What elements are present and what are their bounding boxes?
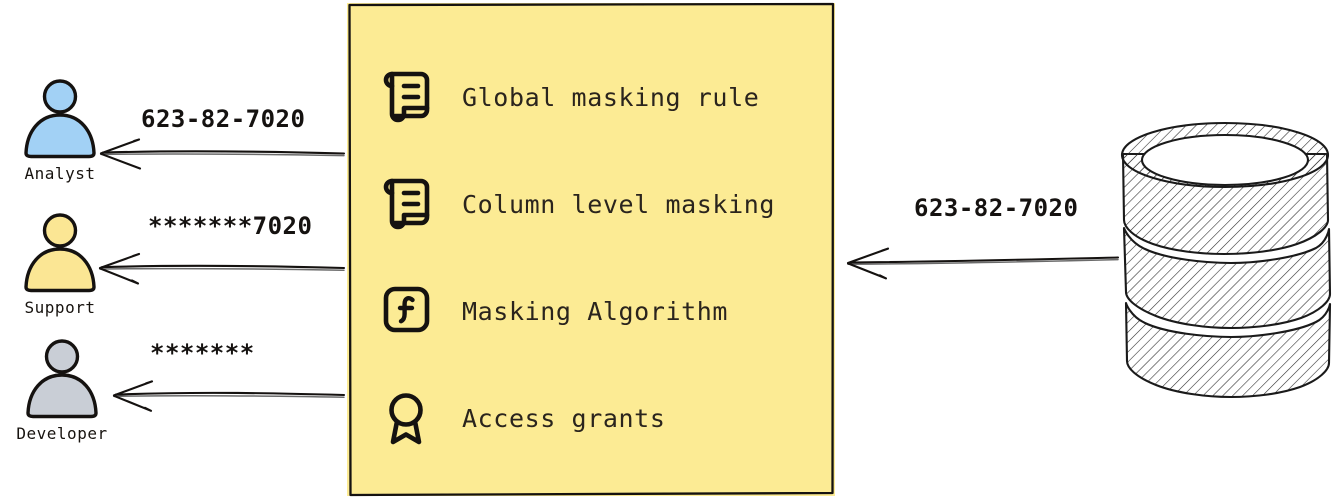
masking-row[interactable]: Column level masking [380,162,810,246]
actor-label: Analyst [24,164,96,183]
scroll-document-icon [383,178,430,230]
masking-row-label: Global masking rule [462,82,760,112]
card-border [348,2,835,497]
function-f-icon [383,286,430,333]
masking-row[interactable]: Global masking rule [380,55,810,139]
arrow-label-database: 623-82-7020 [914,194,1079,222]
scroll-document-icon [383,71,430,123]
actor-label: Developer [16,424,108,443]
arrow-label-support: *******7020 [148,212,313,240]
person-icon [26,339,98,419]
award-ribbon-icon [389,393,423,445]
masking-card: Global masking rule Column level masking [347,2,835,497]
arrow-label-developer: ******* [150,339,255,367]
masking-row-label: Access grants [462,403,666,433]
actor-developer[interactable]: Developer [2,336,122,443]
arrow-from-database [846,247,1120,280]
arrow-to-support [98,252,346,285]
arrow-label-analyst: 623-82-7020 [141,105,306,133]
arrow-to-developer [112,380,346,412]
masking-row-label: Column level masking [462,189,776,219]
person-icon [24,213,96,293]
masking-card-rows: Global masking rule Column level masking [380,55,810,460]
person-icon [24,79,96,159]
masking-row[interactable]: Masking Algorithm [380,269,810,353]
actor-label: Support [24,298,96,317]
database-cylinder-icon[interactable] [1114,118,1340,410]
masking-row[interactable]: Access grants [380,376,810,460]
actor-support[interactable]: Support [0,210,120,317]
arrow-to-analyst [99,138,346,170]
actor-analyst[interactable]: Analyst [0,76,120,183]
masking-row-label: Masking Algorithm [462,296,729,326]
